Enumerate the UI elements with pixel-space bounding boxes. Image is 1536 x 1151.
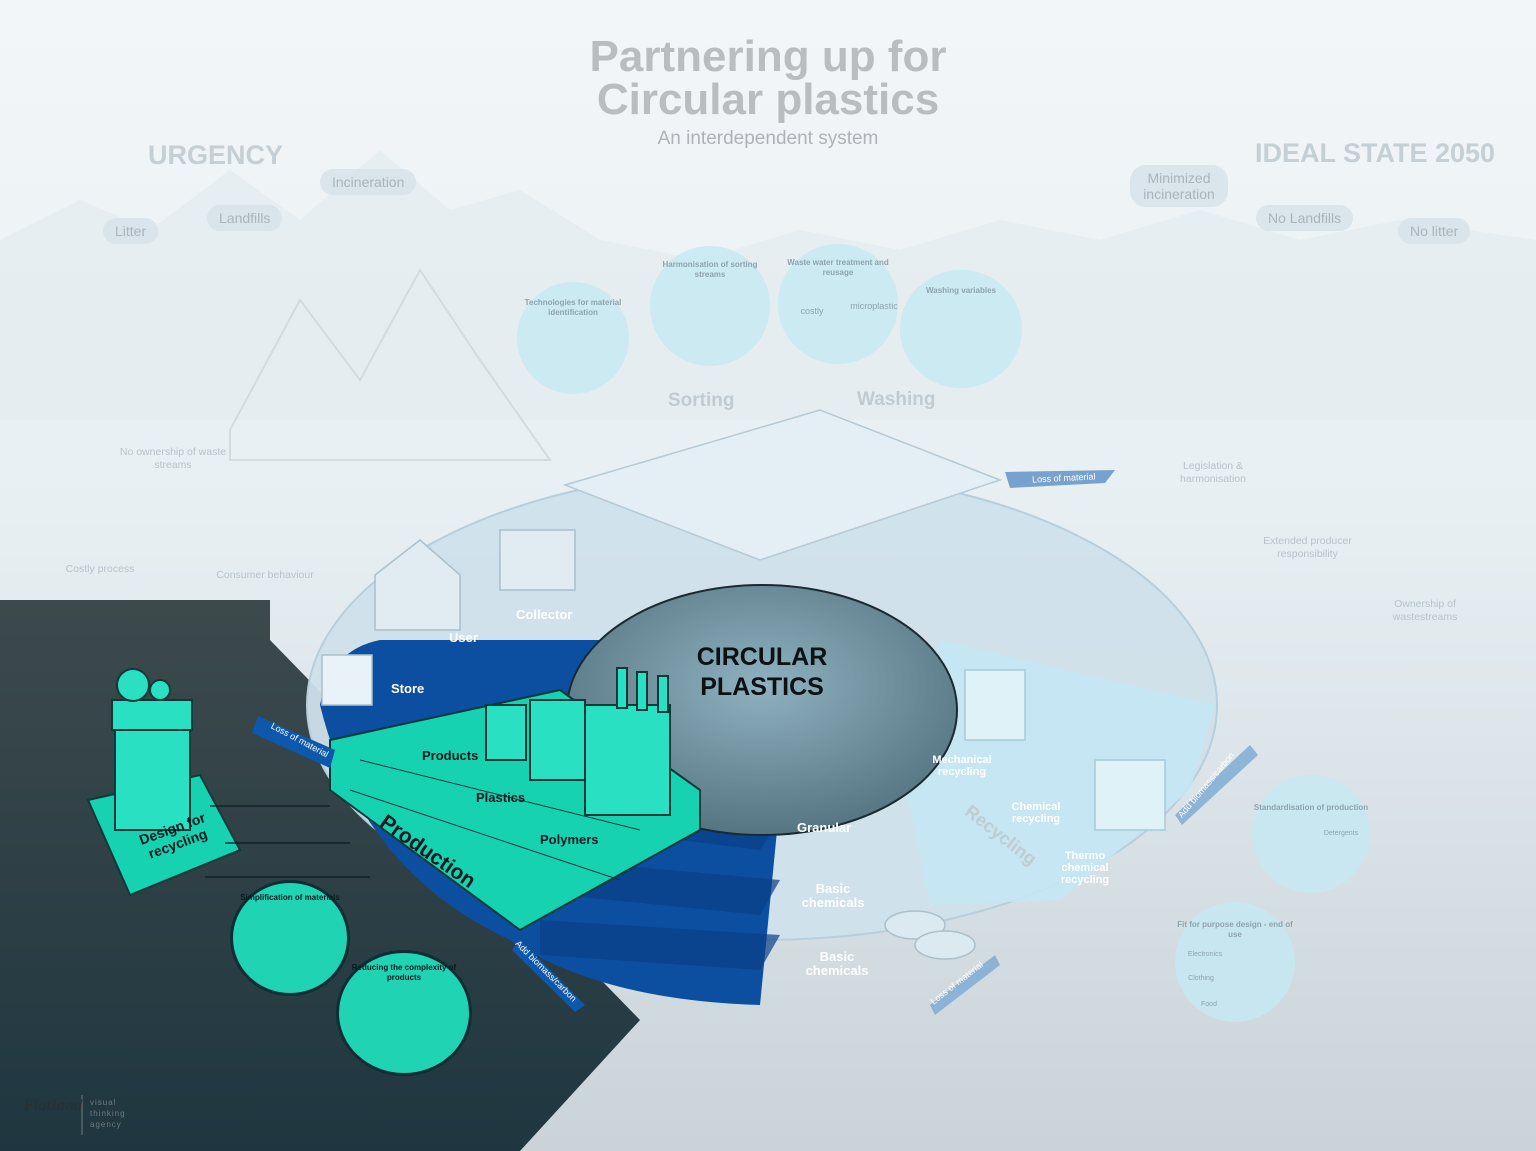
- caption-no-ownership: No ownership of waste streams: [119, 446, 227, 471]
- label-user: User: [449, 630, 478, 645]
- page-subtitle: An interdependent system: [657, 128, 879, 149]
- caption-consumer-behaviour: Consumer behaviour: [216, 569, 314, 581]
- label-basic-chemicals-1: Basic chemicals: [801, 881, 865, 910]
- label-mechanical-recycling: Mechanical recycling: [932, 754, 992, 778]
- pill-landfills: Landfills: [207, 205, 283, 231]
- logo-tagline: visual thinking agency: [90, 1098, 126, 1129]
- label-plastics: Plastics: [476, 790, 526, 805]
- gear-icon: [116, 668, 150, 702]
- page-title: Partnering up for: [589, 32, 947, 81]
- pill-litter: Litter: [103, 218, 159, 244]
- loss-banner-top: [1005, 470, 1115, 488]
- pill-no-litter: No litter: [1398, 218, 1471, 244]
- logo-flatland: Flatland: [24, 1098, 83, 1114]
- sorting-platform: [562, 409, 1003, 561]
- center-line2: PLASTICS: [700, 673, 824, 701]
- caption-ownership-wastestreams: Ownership of wastestreams: [1392, 598, 1458, 623]
- bubble-simplification: Simplification of materials: [230, 880, 350, 996]
- loss-banner-bottom: [930, 955, 1000, 1015]
- bubble-harmonisation: Harmonisation of sorting streams: [650, 246, 770, 366]
- pill-minimized-incineration: Minimized incineration: [1130, 165, 1228, 207]
- label-store: Store: [391, 681, 425, 696]
- bubble-standardisation: Standardisation of production Detergents: [1252, 775, 1370, 893]
- caption-costly-process: Costly process: [65, 563, 135, 575]
- caption-epr: Extended producer responsibility: [1263, 535, 1352, 560]
- pill-no-landfills: No Landfills: [1256, 205, 1354, 231]
- label-chemical-recycling: Chemical recycling: [1011, 801, 1061, 825]
- add-banner-right: [1175, 745, 1258, 825]
- page-title-line2: Circular plastics: [596, 75, 940, 124]
- label-basic-chemicals-2: Basic chemicals: [805, 949, 869, 978]
- stage-washing: Washing: [857, 389, 936, 410]
- house-icon: [374, 539, 461, 631]
- label-collector: Collector: [516, 607, 573, 622]
- label-products: Products: [422, 748, 479, 763]
- store-icon: [321, 654, 373, 706]
- stage-sorting: Sorting: [668, 390, 735, 411]
- truck-icon: [499, 529, 576, 591]
- bubble-waste-water: Waste water treatment and reusage costly…: [778, 244, 898, 364]
- center-label: CIRCULAR PLASTICS: [662, 642, 862, 702]
- bubble-technologies: Technologies for material identification: [517, 282, 629, 394]
- label-polymers: Polymers: [540, 832, 599, 847]
- label-granular: Granular: [797, 820, 852, 835]
- caption-legislation: Legislation & harmonisation: [1180, 460, 1246, 485]
- ideal-heading: IDEAL STATE 2050: [1255, 138, 1496, 168]
- label-thermo-recycling: Thermo chemical recycling: [1060, 850, 1110, 886]
- tanker-icon: [884, 910, 946, 940]
- urgency-heading: URGENCY: [148, 140, 284, 170]
- bubble-washing-variables: Washing variables: [900, 270, 1022, 388]
- loss-banner-left: [252, 716, 335, 768]
- pill-incineration: Incineration: [320, 169, 417, 195]
- bubble-fit-for-purpose: Fit for purpose design - end of use Elec…: [1175, 902, 1295, 1022]
- bubble-reducing-complexity: Reducing the complexity of products: [336, 950, 472, 1076]
- add-banner-bottom: [512, 940, 585, 1012]
- center-line1: CIRCULAR: [696, 643, 828, 671]
- factory-icon: [584, 704, 671, 816]
